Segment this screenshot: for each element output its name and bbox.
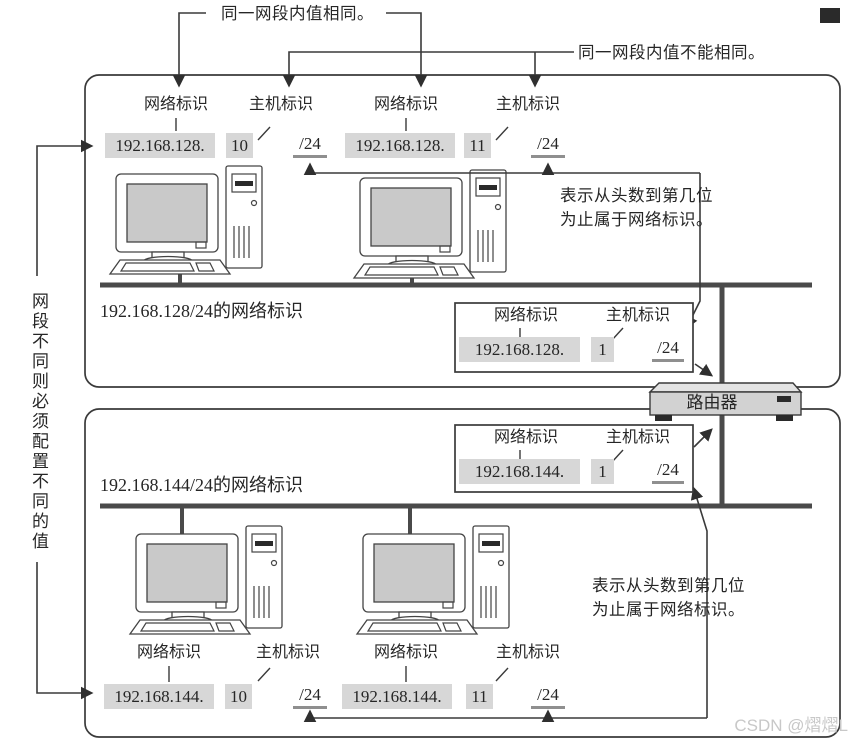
ip-network-value: 192.168.144.	[342, 684, 452, 709]
same-segment-bracket	[172, 12, 428, 88]
prefix-note-bottom-line1: 表示从头数到第几位	[592, 576, 745, 595]
ip-network-value: 192.168.128.	[459, 337, 580, 362]
top-segment-frame	[84, 74, 841, 388]
prefix-value: /24	[531, 684, 565, 709]
ip-host-value: 11	[466, 684, 493, 709]
ip-network-value: 192.168.144.	[459, 459, 580, 484]
prefix-value: /24	[652, 337, 684, 362]
different-value-note: 同一网段内值不能相同。	[578, 43, 765, 62]
computer-icon-top-2	[353, 169, 507, 279]
router-label: 路由器	[686, 393, 738, 412]
ip-network-value: 192.168.128.	[345, 133, 455, 158]
network-id-label: 网络标识	[373, 96, 438, 113]
prefix-value: /24	[652, 459, 684, 484]
router-foot-left	[655, 415, 672, 421]
bottom-segment-frame	[84, 408, 841, 738]
router	[648, 382, 803, 421]
prefix-value: /24	[293, 133, 327, 158]
prefix-note-top-line2: 为止属于网络标识。	[560, 210, 713, 229]
host-id-label: 主机标识	[495, 96, 560, 113]
network-id-label: 网络标识	[373, 644, 438, 661]
corner-mark	[820, 8, 840, 23]
left-bracket	[36, 139, 94, 700]
host-id-label: 主机标识	[248, 96, 313, 113]
bottom-segment-caption: 192.168.144/24的网络标识	[100, 475, 304, 495]
router-body	[649, 391, 802, 416]
ip-network-value: 192.168.144.	[104, 684, 214, 709]
bottom-box-to-router-arrow	[693, 428, 713, 448]
router-foot-right	[776, 415, 793, 421]
host-id-label: 主机标识	[495, 644, 560, 661]
network-id-label: 网络标识	[493, 307, 558, 324]
label-connectors	[168, 118, 624, 682]
prefix-value: /24	[293, 684, 327, 709]
ip-host-value: 1	[591, 459, 614, 484]
same-segment-note: 同一网段内值相同。	[221, 4, 374, 23]
left-vertical-note: 网段不同则必须配置不同的值	[29, 292, 48, 552]
watermark: CSDN @熠熠L	[734, 716, 848, 735]
network-id-label: 网络标识	[493, 429, 558, 446]
top-segment-caption: 192.168.128/24的网络标识	[100, 301, 304, 321]
computer-icon-bottom-1	[129, 525, 283, 635]
ip-host-value: 1	[591, 337, 614, 362]
different-value-bracket	[282, 51, 574, 88]
ip-host-value: 11	[464, 133, 491, 158]
ip-host-value: 10	[225, 684, 252, 709]
bus-lines	[100, 270, 812, 536]
ip-host-value: 10	[226, 133, 253, 158]
host-id-label: 主机标识	[605, 307, 670, 324]
host-id-label: 主机标识	[605, 429, 670, 446]
bottom-prefix-connector	[303, 486, 708, 723]
router-led	[777, 396, 791, 402]
network-id-label: 网络标识	[143, 96, 208, 113]
computer-icon-bottom-2	[356, 525, 510, 635]
host-id-label: 主机标识	[255, 644, 320, 661]
top-box-to-router-arrow	[694, 363, 714, 377]
computer-icon-top-1	[109, 165, 263, 275]
ip-network-value: 192.168.128.	[105, 133, 215, 158]
network-id-label: 网络标识	[136, 644, 201, 661]
prefix-note-top-line1: 表示从头数到第几位	[560, 186, 713, 205]
prefix-note-bottom-line2: 为止属于网络标识。	[592, 600, 745, 619]
prefix-value: /24	[531, 133, 565, 158]
